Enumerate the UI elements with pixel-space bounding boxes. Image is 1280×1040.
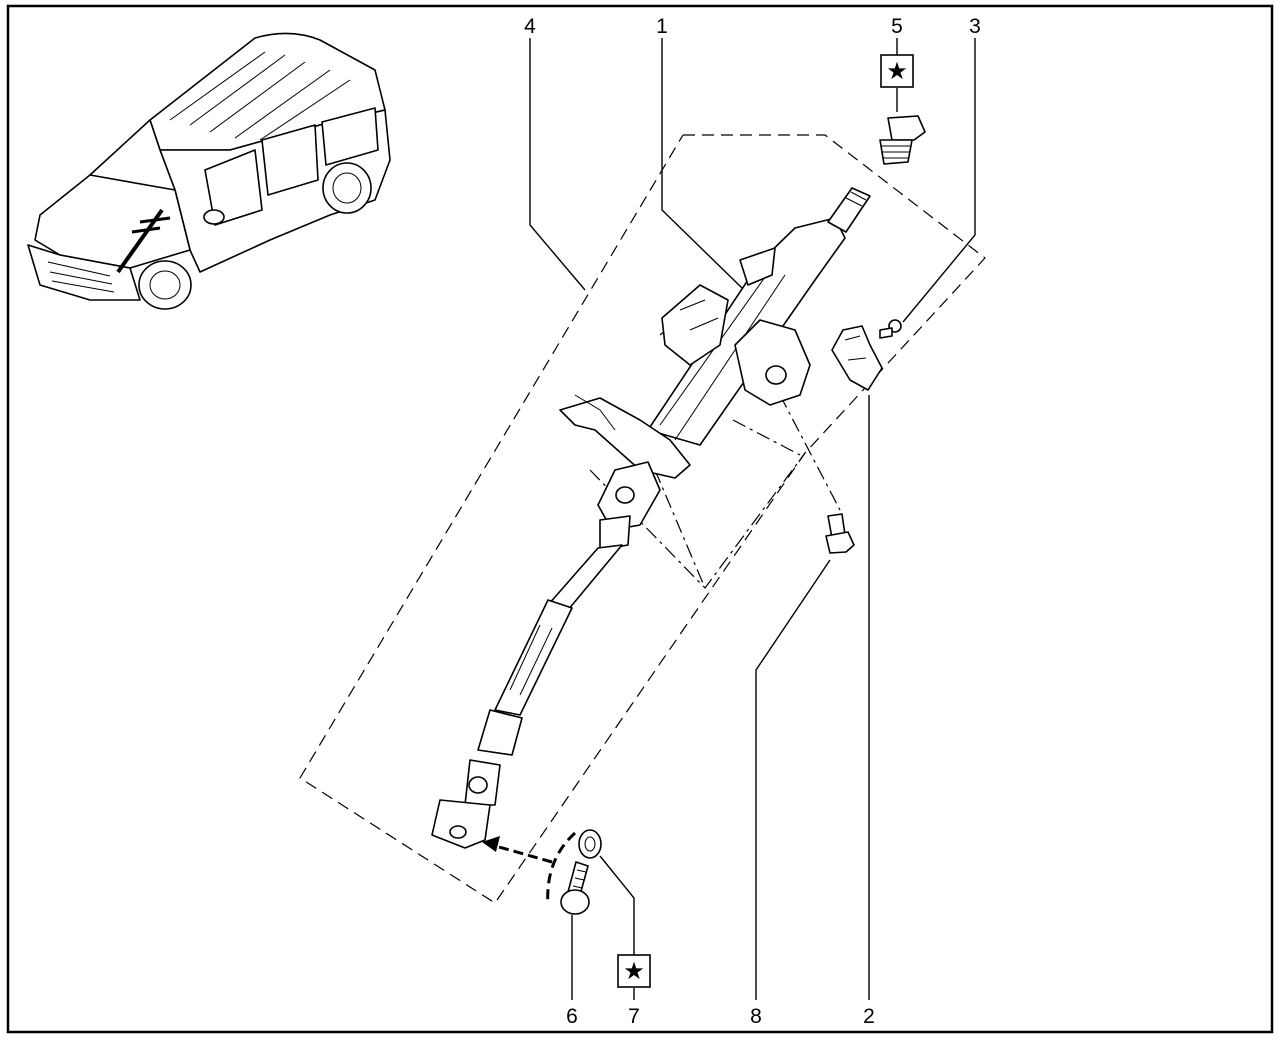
van-locator-icon [27, 32, 391, 310]
star-icon: ★ [880, 54, 914, 88]
fastening-arrow [482, 831, 577, 906]
star-icon-glyph: ★ [623, 957, 645, 985]
star-icon-glyph: ★ [886, 57, 908, 85]
callout-4: 4 [524, 15, 536, 38]
leader-lines [529, 38, 976, 1000]
callout-3: 3 [969, 15, 981, 38]
callout-6: 6 [566, 1005, 578, 1028]
callout-1: 1 [656, 15, 668, 38]
callout-5: 5 [891, 15, 903, 38]
bolt-part-8 [825, 513, 855, 554]
nut-part-7 [578, 829, 602, 859]
bracket-part-2 [831, 325, 883, 391]
steering-column [559, 187, 871, 479]
screw-part-3 [879, 319, 902, 339]
callout-2: 2 [863, 1005, 875, 1028]
bolt-part-6 [560, 861, 590, 915]
star-icon: ★ [617, 954, 651, 988]
bolt-part-5 [879, 115, 926, 165]
intermediate-shaft [431, 461, 661, 849]
callout-8: 8 [750, 1005, 762, 1028]
alignment-lines [589, 299, 841, 589]
callout-7: 7 [628, 1005, 640, 1028]
